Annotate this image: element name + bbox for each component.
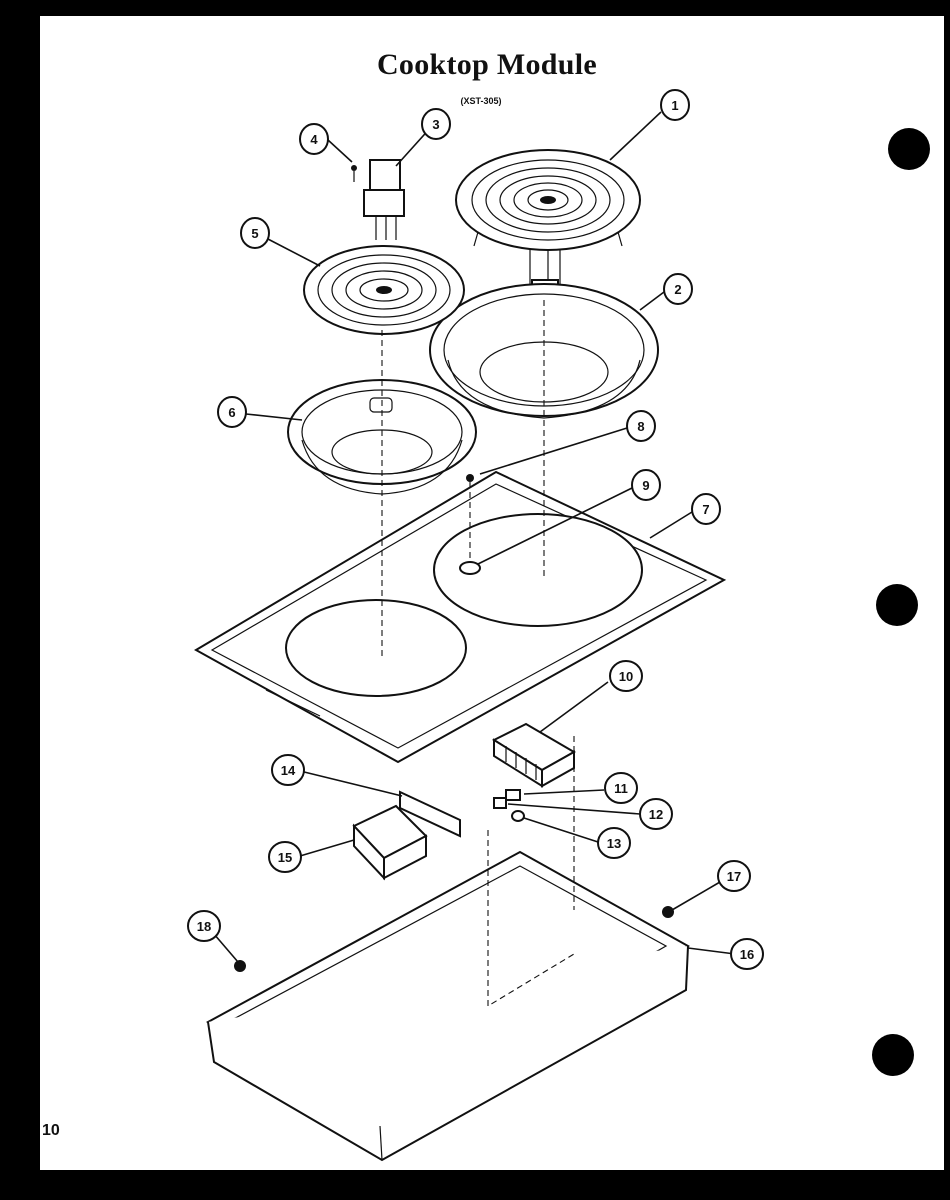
callout-9: 9 (631, 469, 661, 501)
callout-13: 13 (597, 827, 631, 859)
callout-4: 4 (299, 123, 329, 155)
model-number: (XST-305) (460, 96, 502, 106)
svg-text:5: 5 (251, 226, 258, 241)
svg-text:16: 16 (740, 947, 754, 962)
callout-5: 5 (240, 217, 270, 249)
svg-text:18: 18 (197, 919, 211, 934)
binder-hole-bottom (872, 1034, 914, 1076)
mounting-bracket (399, 790, 461, 838)
callout-14: 14 (271, 754, 305, 786)
cooktop-panel (193, 470, 727, 764)
page-number: 10 (42, 1122, 60, 1139)
cooktop-screw (466, 474, 474, 560)
callout-1: 1 (660, 89, 690, 121)
cooktop-housing (205, 850, 691, 1162)
svg-text:13: 13 (607, 836, 621, 851)
housing-screw-right (662, 906, 674, 918)
junction-box (352, 804, 428, 881)
svg-text:10: 10 (619, 669, 633, 684)
svg-text:11: 11 (614, 781, 628, 796)
callout-17: 17 (717, 860, 751, 892)
wiring-line (487, 830, 575, 1007)
svg-text:7: 7 (702, 502, 709, 517)
svg-text:2: 2 (674, 282, 681, 297)
callout-8: 8 (626, 410, 656, 442)
svg-text:15: 15 (278, 850, 292, 865)
callout-7: 7 (691, 493, 721, 525)
large-surface-element (455, 149, 641, 300)
terminal-connector (505, 789, 521, 801)
svg-text:8: 8 (637, 419, 644, 434)
svg-text:6: 6 (228, 405, 235, 420)
element-terminal-block (363, 159, 405, 240)
svg-text:9: 9 (642, 478, 649, 493)
callout-2: 2 (663, 273, 693, 305)
callout-11: 11 (604, 772, 638, 804)
svg-text:17: 17 (727, 869, 741, 884)
callout-6: 6 (217, 396, 247, 428)
callout-12: 12 (639, 798, 673, 830)
wire-nut (511, 810, 525, 822)
wiring-terminal-block (491, 722, 577, 788)
ground-clip (493, 797, 507, 809)
svg-text:4: 4 (310, 132, 318, 147)
svg-text:14: 14 (281, 763, 296, 778)
small-surface-element (303, 245, 465, 335)
svg-text:3: 3 (432, 117, 439, 132)
callout-15: 15 (268, 841, 302, 873)
binder-hole-middle (876, 584, 918, 626)
callout-16: 16 (730, 938, 764, 970)
pan-retainer-clip (459, 561, 481, 575)
callout-10: 10 (609, 660, 643, 692)
terminal-screw (351, 165, 357, 182)
page-title: Cooktop Module (376, 48, 598, 81)
housing-screw-left (234, 960, 246, 972)
small-drip-pan (287, 379, 477, 495)
svg-text:1: 1 (671, 98, 678, 113)
callout-18: 18 (187, 910, 221, 942)
callout-3: 3 (421, 108, 451, 140)
binder-hole-top (888, 128, 930, 170)
svg-text:12: 12 (649, 807, 663, 822)
